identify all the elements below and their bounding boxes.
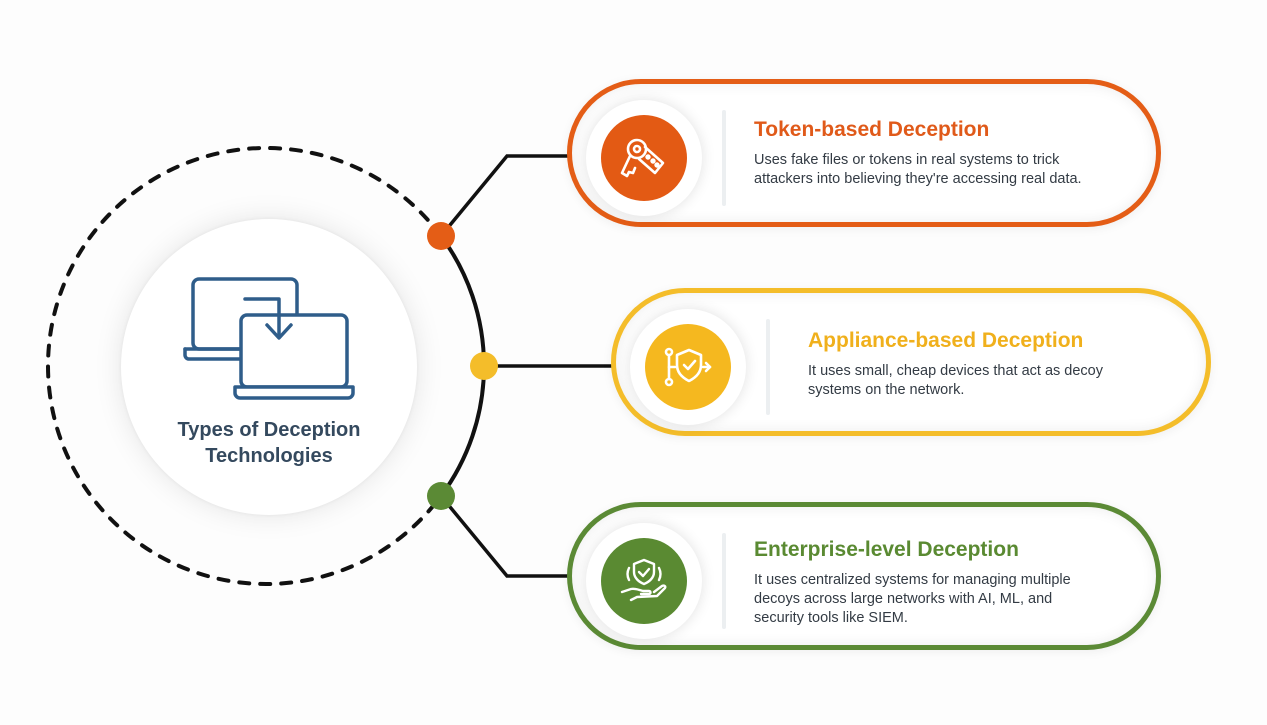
appliance-badge [645,324,731,410]
node-token [427,222,455,250]
hub-title: Types of Deception Technologies [121,417,417,469]
appliance-divider [766,319,770,415]
node-enterprise [427,482,455,510]
token-description: Uses fake files or tokens in real system… [754,152,1082,187]
node-appliance [470,352,498,380]
hub-circle: Types of Deception Technologies [121,219,417,515]
token-divider [722,110,726,206]
token-badge-ring [586,100,702,216]
connector-enterprise [439,494,572,578]
card-enterprise-level: Enterprise-level Deception It uses centr… [567,502,1161,650]
hand-shield-icon [620,558,667,602]
card-appliance-based: Appliance-based Deception It uses small,… [611,288,1211,436]
appliance-badge-ring [630,309,746,425]
shield-network-icon [664,347,712,387]
dashed-orbit [46,146,443,586]
enterprise-title: Enterprise-level Deception [754,538,1019,561]
appliance-title: Appliance-based Deception [808,329,1084,352]
hub-title-line1: Types of Deception [177,419,361,441]
key-tag-icon [620,138,665,178]
card-token-based: Token-based Deception Uses fake files or… [567,79,1161,227]
enterprise-divider [722,533,726,629]
hub-title-line2: Technologies [205,445,333,467]
enterprise-description: It uses centralized systems for managing… [754,572,1071,626]
token-title: Token-based Deception [754,118,990,141]
enterprise-badge [601,538,687,624]
connector-token [439,154,572,238]
enterprise-badge-ring [586,523,702,639]
appliance-description: It uses small, cheap devices that act as… [808,363,1103,398]
laptop-transfer-icon [183,275,355,406]
token-badge [601,115,687,201]
